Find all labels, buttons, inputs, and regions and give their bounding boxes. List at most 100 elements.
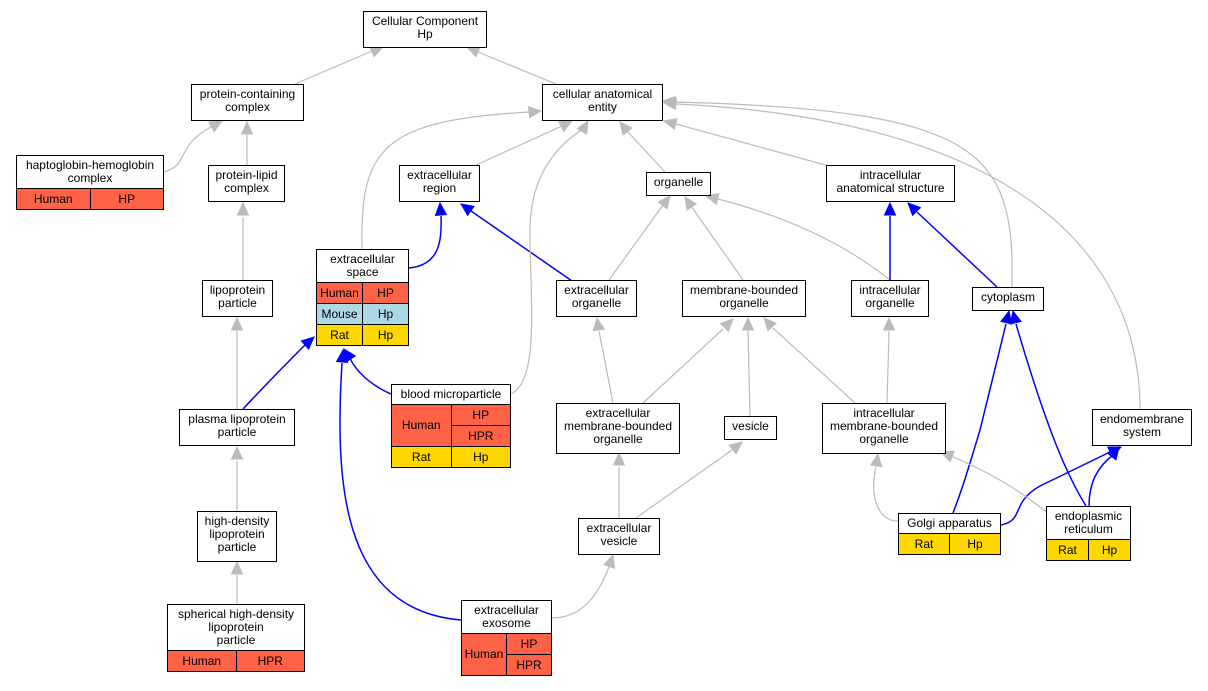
- node-protein-containing-complex[interactable]: protein-containing complex: [191, 84, 304, 121]
- arrowhead: [230, 316, 244, 331]
- node-plasma-lipoprotein-particle[interactable]: plasma lipoprotein particle: [179, 409, 295, 446]
- node-membrane-bounded-organelle[interactable]: membrane-bounded organelle: [682, 280, 806, 317]
- node-label: vesicle: [732, 419, 769, 433]
- gene-cell: HP: [450, 404, 510, 426]
- node-intracellular-anatomical-structure[interactable]: intracellular anatomical structure: [826, 165, 955, 202]
- node-label: blood microparticle: [400, 387, 502, 401]
- node-label: Golgi apparatus: [907, 516, 992, 530]
- edge-ems-cae: [662, 97, 1141, 410]
- edge-ev-ves: [635, 441, 743, 519]
- edge-hhc-pcc: [163, 120, 224, 173]
- node-high-density-lipoprotein-particle[interactable]: high-density lipoprotein particle: [197, 511, 277, 562]
- node-extracellular-exosome[interactable]: extracellular exosome Human HP HPR: [461, 600, 552, 676]
- node-label: extracellular space: [330, 252, 395, 279]
- node-intracellular-organelle[interactable]: intracellular organelle: [851, 280, 929, 317]
- edge-shdl-hdl: [230, 560, 244, 604]
- gene-cell: HP: [362, 282, 408, 304]
- node-label: intracellular organelle: [859, 283, 921, 310]
- arrowhead: [230, 445, 244, 460]
- species-cell: Human: [462, 633, 507, 675]
- node-extracellular-region[interactable]: extracellular region: [399, 165, 480, 202]
- species-cell: Human: [317, 282, 363, 304]
- annotation-row-human: Human HP: [317, 282, 408, 304]
- annotation-row-rat: Rat Hp: [317, 324, 408, 345]
- edge-imbo-io: [882, 316, 896, 404]
- edge-org-cae: [619, 121, 666, 173]
- arrowhead: [1009, 309, 1022, 325]
- arrowhead: [869, 452, 883, 468]
- arrowhead: [657, 195, 671, 210]
- annotation-table: Human HP: [17, 188, 163, 209]
- arrowhead: [704, 192, 720, 206]
- node-golgi-apparatus[interactable]: Golgi apparatus Rat Hp: [898, 513, 1001, 555]
- annotation-table: Human HPR: [168, 650, 304, 671]
- edge-io-org: [704, 192, 891, 281]
- arrowhead: [465, 46, 481, 58]
- edge-embo-eo: [592, 316, 614, 404]
- node-label: protein-containing complex: [199, 87, 296, 114]
- node-haptoglobin-hemoglobin-complex[interactable]: haptoglobin-hemoglobin complex Human HP: [16, 155, 164, 210]
- gene-cell: Hp: [1088, 539, 1130, 560]
- edge-hdl-pl: [230, 445, 244, 511]
- node-spherical-high-density-lipoprotein-particle[interactable]: spherical high-density lipoprotein parti…: [167, 604, 305, 672]
- arrowhead: [240, 120, 254, 135]
- node-cytoplasm[interactable]: cytoplasm: [972, 287, 1044, 311]
- node-vesicle[interactable]: vesicle: [724, 416, 777, 440]
- node-endomembrane-system[interactable]: endomembrane system: [1092, 409, 1192, 446]
- edge-ev-embo: [612, 451, 626, 518]
- annotation-row-rat: Rat Hp: [899, 533, 1000, 554]
- annotation-row-human: Human HPR: [168, 650, 304, 671]
- annotation-row-human-2: HPR: [462, 654, 551, 675]
- species-cell: Human: [392, 404, 451, 447]
- node-label: membrane-bounded organelle: [689, 283, 799, 310]
- arrowhead: [300, 336, 315, 350]
- species-cell: Mouse: [317, 303, 363, 325]
- node-cellular-anatomical-entity[interactable]: cellular anatomical entity: [542, 84, 663, 121]
- gene-cell: HPR: [506, 654, 551, 675]
- edge-mbo-org: [684, 196, 744, 281]
- arrowhead: [576, 119, 589, 135]
- gene-cell: HP: [506, 633, 551, 655]
- annotation-row-human-2: HPR: [392, 425, 510, 447]
- arrowhead: [460, 203, 475, 217]
- node-extracellular-space[interactable]: extracellular space Human HP Mouse Hp Ra…: [316, 249, 409, 346]
- node-label: cellular anatomical entity: [552, 87, 653, 114]
- node-extracellular-organelle[interactable]: extracellular organelle: [556, 280, 637, 317]
- edge-es-cae: [361, 105, 543, 250]
- node-blood-microparticle[interactable]: blood microparticle Human HP HPR Rat Hp: [391, 384, 511, 468]
- arrowhead: [728, 441, 743, 455]
- node-label: extracellular vesicle: [586, 521, 652, 548]
- edge-imbo-mbo: [763, 317, 856, 404]
- node-endoplasmic-reticulum[interactable]: endoplasmic reticulum Rat Hp: [1046, 506, 1131, 561]
- edge-erc-cyto: [1009, 309, 1087, 507]
- arrowhead: [236, 201, 250, 216]
- arrowhead: [230, 560, 244, 575]
- edge-bmp-es: [343, 348, 392, 395]
- arrowhead: [208, 120, 224, 133]
- node-intracellular-membrane-bounded-organelle[interactable]: intracellular membrane-bounded organelle: [822, 403, 946, 454]
- node-cellular-component[interactable]: Cellular Component Hp: [363, 11, 487, 48]
- gene-cell: Hp: [362, 324, 408, 345]
- arrowhead: [434, 201, 448, 216]
- edge-exo-es: [335, 348, 462, 621]
- node-lipoprotein-particle[interactable]: lipoprotein particle: [202, 280, 273, 317]
- arrowhead: [619, 121, 633, 136]
- node-extracellular-membrane-bounded-organelle[interactable]: extracellular membrane-bounded organelle: [556, 403, 680, 454]
- edge-erc-ems: [1088, 446, 1120, 507]
- arrowhead: [662, 117, 678, 131]
- edge-golgi-cyto: [952, 309, 1013, 514]
- arrowhead: [883, 201, 897, 216]
- node-label: extracellular region: [407, 168, 472, 195]
- node-extracellular-vesicle[interactable]: extracellular vesicle: [578, 518, 660, 555]
- node-label: organelle: [653, 175, 704, 189]
- species-cell: Human: [17, 188, 90, 209]
- species-cell: Rat: [392, 446, 451, 467]
- arrowhead: [882, 316, 896, 331]
- edge-io-ias: [883, 201, 897, 280]
- node-protein-lipid-complex[interactable]: protein-lipid complex: [208, 165, 285, 202]
- species-cell: Rat: [1047, 539, 1089, 560]
- gene-cell: Hp: [362, 303, 408, 325]
- node-organelle[interactable]: organelle: [646, 172, 711, 196]
- annotation-row-mouse: Mouse Hp: [317, 303, 408, 325]
